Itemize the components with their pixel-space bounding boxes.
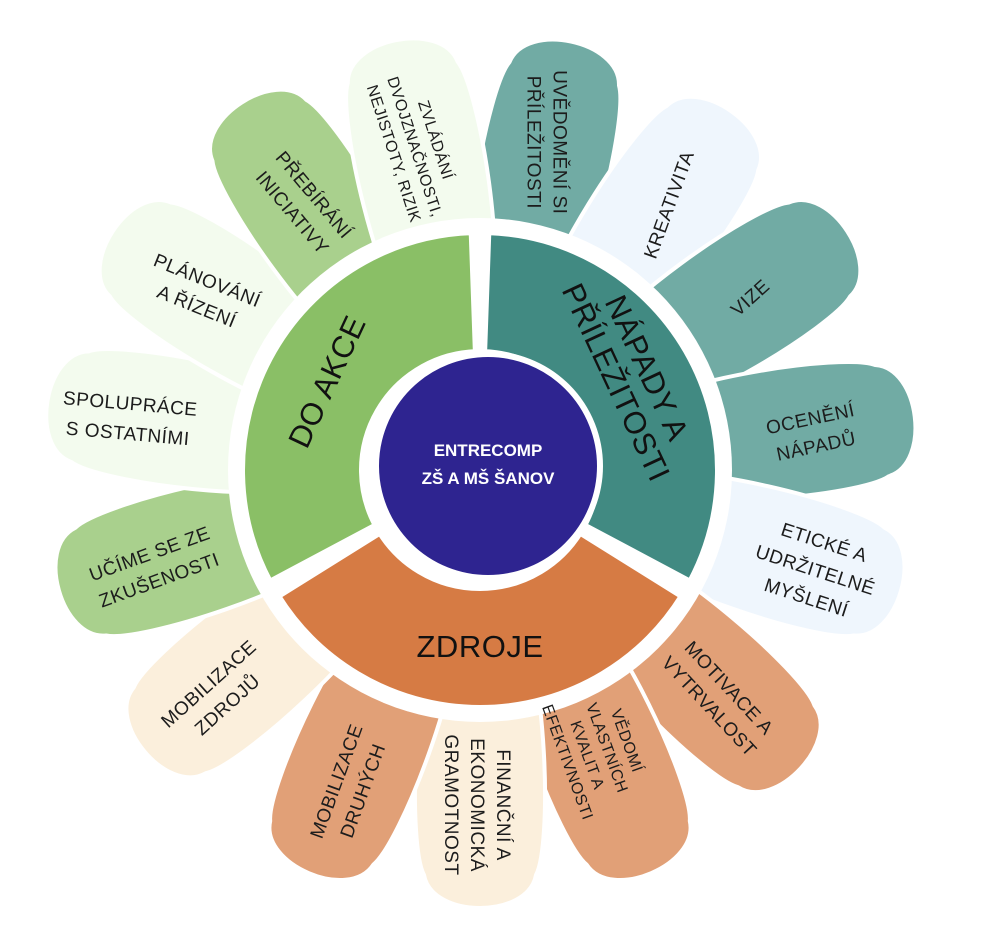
center-circle	[373, 351, 603, 581]
petal-label-financni-line: EKONOMICKÁ	[466, 738, 487, 872]
area-segment-zdroje	[275, 529, 685, 711]
area-segment-do-akce	[239, 229, 479, 585]
petal-label-financni: FINANČNÍ AEKONOMICKÁGRAMOTNOST	[440, 734, 514, 875]
center-title: ENTRECOMP	[434, 441, 543, 460]
petal-label-uvedomeni-line: UVĚDOMĚNÍ SI	[549, 70, 571, 214]
area-label-zdroje-line: ZDROJE	[417, 629, 544, 664]
petal-label-financni-line: GRAMOTNOST	[440, 734, 461, 875]
petal-label-uvedomeni-line: PŘÍLEŽITOSTI	[523, 76, 545, 209]
petal-label-financni-line: FINANČNÍ A	[492, 749, 514, 861]
petal-label-uvedomeni: UVĚDOMĚNÍ SIPŘÍLEŽITOSTI	[523, 70, 571, 214]
area-label-zdroje: ZDROJE	[417, 629, 544, 664]
center-subtitle: ZŠ A MŠ ŠANOV	[422, 469, 556, 488]
areas-layer	[239, 229, 721, 711]
